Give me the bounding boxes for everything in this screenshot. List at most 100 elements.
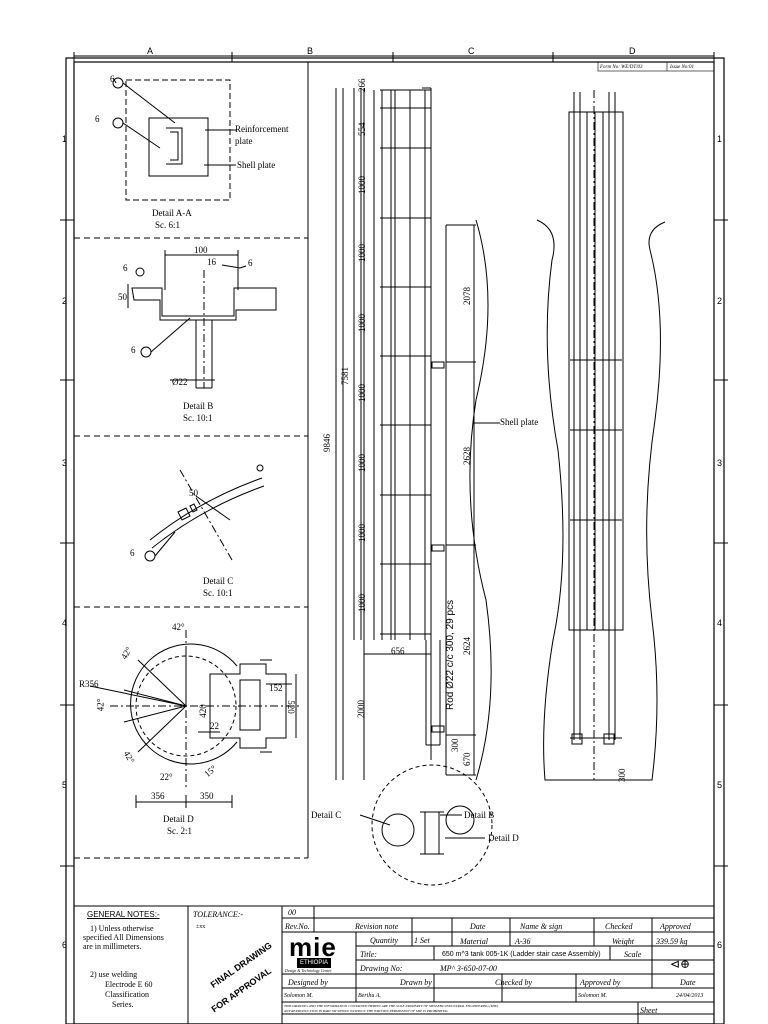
dimension-label: 2628 bbox=[462, 447, 472, 465]
grid-row-5-right: 5 bbox=[717, 780, 723, 790]
dimension-label: 152 bbox=[269, 683, 283, 693]
dimension-label: 2624 bbox=[462, 637, 472, 655]
tolerance-label: TOLERANCE:- bbox=[193, 910, 244, 919]
date-header: Date bbox=[470, 922, 486, 931]
dimension-label: 9846 bbox=[322, 434, 332, 452]
weight-label: Weight bbox=[612, 937, 634, 946]
detail-d-callout: Detail D bbox=[488, 833, 519, 843]
note-line: are in millimeters. bbox=[83, 942, 142, 951]
approved-header: Approved bbox=[660, 922, 691, 931]
grid-row-6-right: 6 bbox=[717, 940, 723, 950]
dimension-label: 1000 bbox=[357, 314, 367, 332]
detail-scale: Sc. 6:1 bbox=[155, 220, 181, 230]
dimension-label: 554 bbox=[357, 122, 367, 137]
quantity-label: Quantity bbox=[370, 936, 398, 945]
weld-size-label: 6 bbox=[110, 74, 115, 84]
note-line: Electrode E 60 bbox=[105, 980, 153, 989]
dimension-label: 1000 bbox=[357, 176, 367, 194]
grid-row-2-right: 2 bbox=[717, 296, 723, 306]
disclaimer: ANY REPRODUCTION IN PART OR WHOLE WITHOU… bbox=[284, 1009, 449, 1013]
grid-row-3: 3 bbox=[62, 458, 68, 468]
approved-by-header: Approved by bbox=[580, 978, 621, 987]
grid-col-c: C bbox=[468, 46, 475, 56]
detail-b-callout: Detail B bbox=[464, 810, 495, 820]
angle-label: 42° bbox=[95, 698, 106, 712]
weld-size-label: 6 bbox=[248, 258, 253, 268]
detail-title: Detail A-A bbox=[152, 208, 192, 218]
dimension-label: 100 bbox=[194, 245, 208, 255]
detail-scale: Sc. 2:1 bbox=[167, 826, 193, 836]
dimension-label: 50 bbox=[118, 292, 127, 302]
shell-plate-label: Shell plate bbox=[500, 417, 539, 427]
radius-label: R356 bbox=[79, 679, 99, 689]
dimension-label: 1000 bbox=[357, 244, 367, 262]
rod-note: Rod Ø22 c/c 300, 29 pcs bbox=[445, 599, 456, 710]
weld-size-label: 6 bbox=[95, 114, 100, 124]
dimension-label: 2000 bbox=[356, 700, 366, 718]
detail-title: Detail D bbox=[163, 814, 194, 824]
grid-row-1: 1 bbox=[62, 134, 68, 144]
disclaimer: THIS DRAWING AND THE INFORMATION CONTAIN… bbox=[284, 1004, 499, 1008]
weld-size-label: 6 bbox=[131, 345, 136, 355]
company-logo: mie ETHIOPIA Design & Technology Center bbox=[285, 934, 353, 973]
drawing-title: 650 m^3 tank 005-1K (Ladder stair case A… bbox=[442, 951, 601, 958]
scale-label: Scale bbox=[624, 950, 642, 959]
grid-row-5: 5 bbox=[62, 780, 68, 790]
dimension-label: 266 bbox=[357, 78, 367, 93]
plate-label: plate bbox=[235, 136, 253, 146]
grid-col-a: A bbox=[147, 46, 154, 56]
grid-row-4-right: 4 bbox=[717, 618, 723, 628]
dimension-label: 22 bbox=[210, 721, 219, 731]
form-number: Form No: WE/DT/03 bbox=[600, 65, 643, 70]
designer-name: Solomon M. bbox=[284, 993, 313, 999]
angle-label: 42° bbox=[172, 622, 185, 632]
dimension-label: 350 bbox=[200, 791, 214, 801]
general-notes-heading: GENERAL NOTES:- bbox=[87, 910, 160, 919]
dimension-label: 1000 bbox=[357, 454, 367, 472]
dimension-label: Ø22 bbox=[172, 377, 188, 387]
designed-by-header: Designed by bbox=[288, 978, 328, 987]
dimension-label: 50 bbox=[189, 488, 198, 498]
rev-value: 00 bbox=[288, 908, 296, 917]
projection-symbol-icon: ⊲⊕ bbox=[670, 957, 691, 971]
checked-by-header: Checked by bbox=[495, 978, 533, 987]
dimension-label: 7581 bbox=[340, 367, 350, 385]
detail-scale: Sc. 10:1 bbox=[183, 413, 213, 423]
dimension-label: 1000 bbox=[357, 384, 367, 402]
date-header: Date bbox=[680, 978, 696, 987]
detail-c-callout: Detail C bbox=[311, 810, 342, 820]
checked-header: Checked bbox=[605, 922, 633, 931]
issue-number: Issue No:01 bbox=[670, 65, 695, 70]
detail-title: Detail B bbox=[183, 401, 214, 411]
material-label: Material bbox=[460, 937, 488, 946]
dimension-label: 1000 bbox=[357, 524, 367, 542]
shell-plate-label: Shell plate bbox=[237, 160, 276, 170]
tolerance-value: ±xx bbox=[196, 924, 206, 930]
dimension-label: 300 bbox=[617, 768, 627, 783]
grid-row-1-right: 1 bbox=[717, 134, 723, 144]
dimension-label: 420 bbox=[197, 704, 208, 718]
note-line: 1) Unless otherwise bbox=[90, 924, 154, 933]
weld-size-label: 6 bbox=[130, 548, 135, 558]
dimension-label: 656 bbox=[391, 646, 405, 656]
grid-col-b: B bbox=[307, 46, 314, 56]
approver-name: Solomon M. bbox=[578, 993, 607, 999]
dimension-label: 520 bbox=[285, 700, 296, 714]
dimension-label: 300 bbox=[450, 738, 460, 753]
grid-col-d: D bbox=[629, 46, 636, 56]
angle-label: 22° bbox=[160, 772, 173, 782]
note-line: specified All Dimensions bbox=[83, 933, 164, 942]
grid-row-6: 6 bbox=[62, 940, 68, 950]
detail-title: Detail C bbox=[203, 576, 234, 586]
drawing-no-label: Drawing No: bbox=[360, 964, 403, 973]
sheet-label: Sheet bbox=[640, 1006, 658, 1015]
dimension-label: 16 bbox=[207, 257, 216, 267]
note-line: 2) use welding bbox=[90, 970, 138, 979]
dimension-label: 2078 bbox=[462, 287, 472, 305]
revision-note-header: Revision note bbox=[355, 922, 399, 931]
weld-size-label: 6 bbox=[123, 263, 128, 273]
grid-row-4: 4 bbox=[62, 618, 68, 628]
weight-value: 339.59 kg bbox=[656, 937, 688, 946]
dimension-label: 670 bbox=[462, 752, 472, 767]
